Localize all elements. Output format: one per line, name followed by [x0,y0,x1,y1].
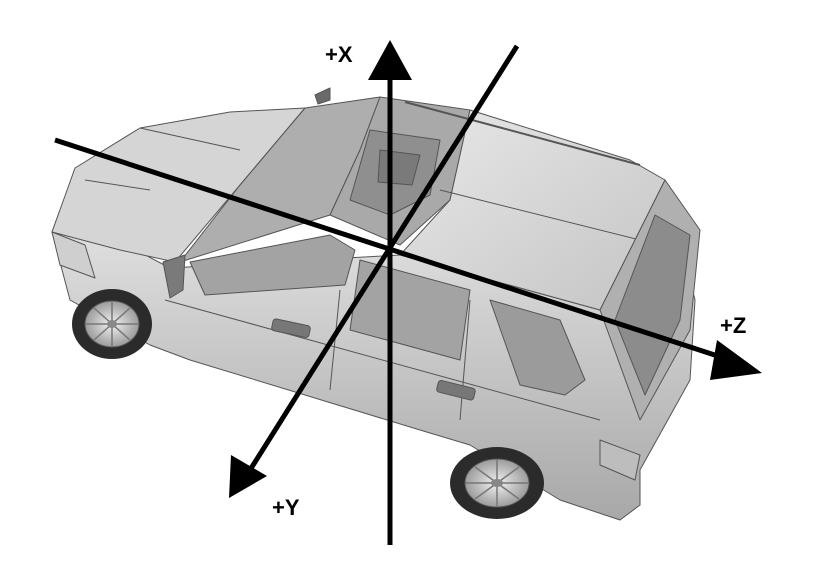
door-line-front [329,289,341,391]
rear-door-handle [436,379,476,401]
axes [54,40,762,545]
rear-window [614,214,691,396]
front-door-handle [271,318,311,338]
antenna [314,87,331,105]
y-axis-label: +Y [272,495,300,520]
z-axis-arrowhead [710,340,762,380]
z-axis-label: +Z [720,313,746,338]
cabin-console [377,149,421,186]
roof-line [439,189,641,241]
front-wheel [72,289,152,359]
hood-crease-2 [139,127,241,151]
taillight [599,439,641,481]
y-axis-arrowhead [229,455,267,498]
hood-crease [84,179,151,191]
front-side-window [189,234,356,296]
car-illustration [51,87,701,521]
x-axis-arrowhead [368,40,412,80]
quarter-window [489,299,586,396]
door-line-rear [459,299,471,421]
side-mirror [162,254,186,299]
roof-rail [404,101,641,166]
x-axis-label: +X [325,42,353,67]
headlight [51,231,96,279]
body-crease [164,299,601,421]
z-axis-line [54,137,731,363]
rear-wheel [450,447,544,519]
y-axis-line [247,44,520,472]
